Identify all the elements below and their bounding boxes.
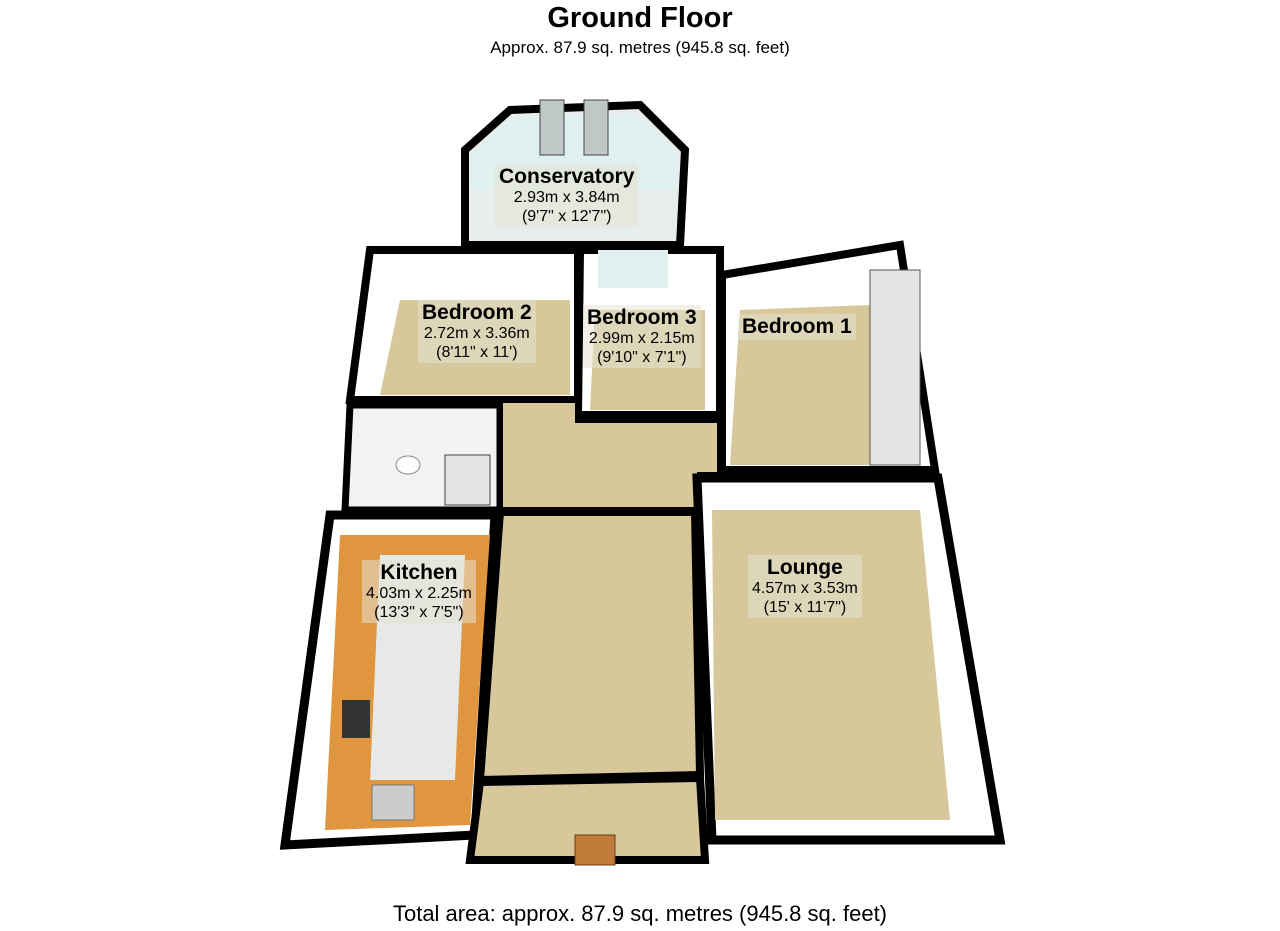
front-door xyxy=(574,834,616,866)
bedroom-3-window xyxy=(598,250,668,288)
room-name: Conservatory xyxy=(499,165,635,188)
room-label-conservatory: Conservatory 2.93m x 3.84m (9'7" x 12'7"… xyxy=(495,164,639,227)
wardrobe xyxy=(869,269,921,466)
porch-floor xyxy=(465,773,710,864)
room-metric: 4.57m x 3.53m xyxy=(752,580,858,598)
room-name: Lounge xyxy=(767,556,843,579)
room-imperial: (9'10" x 7'1") xyxy=(597,348,687,366)
room-label-bedroom-2: Bedroom 2 2.72m x 3.36m (8'11" x 11') xyxy=(418,300,536,363)
hob-icon xyxy=(342,700,370,738)
toilet-icon xyxy=(395,455,421,475)
room-imperial: (9'7" x 12'7") xyxy=(521,207,612,225)
room-name: Bedroom 3 xyxy=(587,306,697,329)
total-area: Total area: approx. 87.9 sq. metres (945… xyxy=(392,901,888,926)
room-label-kitchen: Kitchen 4.03m x 2.25m (13'3" x 7'5") xyxy=(362,560,476,623)
room-metric: 4.03m x 2.25m xyxy=(366,585,472,603)
room-label-bedroom-3: Bedroom 3 2.99m x 2.15m (9'10" x 7'1") xyxy=(583,305,701,368)
room-metric: 2.99m x 2.15m xyxy=(588,330,695,348)
room-name: Bedroom 2 xyxy=(422,301,532,324)
french-door-right xyxy=(583,99,609,156)
french-door-left xyxy=(539,99,565,156)
room-metric: 2.93m x 3.84m xyxy=(513,189,620,207)
bedroom-1-carpet xyxy=(730,305,895,465)
dining-floor xyxy=(475,508,705,785)
room-label-bedroom-1: Bedroom 1 xyxy=(738,314,856,341)
sink-icon xyxy=(371,784,415,821)
room-name: Bedroom 1 xyxy=(742,315,852,338)
room-name: Kitchen xyxy=(380,561,458,584)
room-metric: 2.72m x 3.36m xyxy=(423,325,530,343)
floor-area-subtitle: Approx. 87.9 sq. metres (945.8 sq. feet) xyxy=(490,38,790,57)
room-imperial: (15' x 11'7") xyxy=(763,598,847,616)
shower xyxy=(444,454,491,506)
room-imperial: (8'11" x 11') xyxy=(436,343,518,361)
room-label-lounge: Lounge 4.57m x 3.53m (15' x 11'7") xyxy=(748,555,862,618)
floor-title: Ground Floor xyxy=(547,2,733,34)
room-imperial: (13'3" x 7'5") xyxy=(374,603,464,621)
